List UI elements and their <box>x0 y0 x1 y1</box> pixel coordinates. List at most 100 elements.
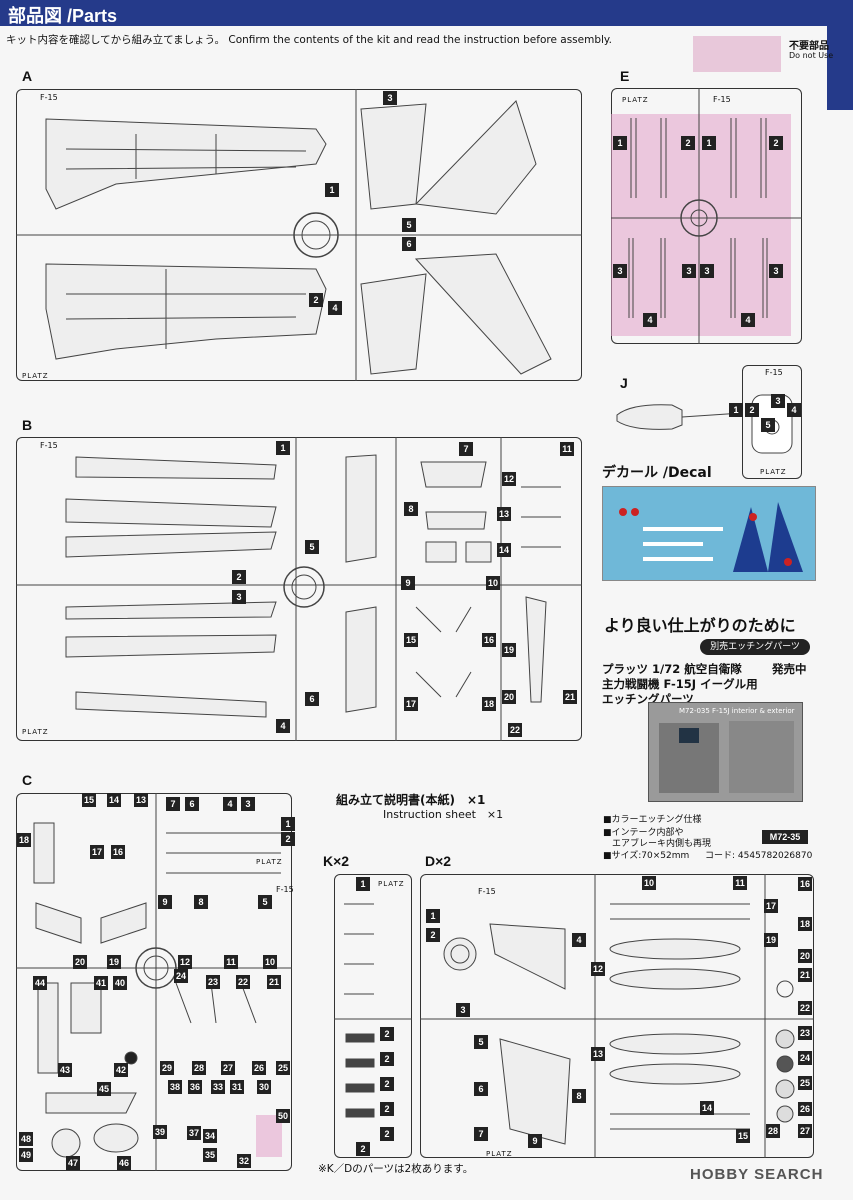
part-d-24: 24 <box>798 1051 812 1065</box>
part-c-34: 34 <box>203 1129 217 1143</box>
sprue-k-frame <box>334 874 412 1158</box>
part-j-4: 4 <box>787 403 801 417</box>
part-b-9: 9 <box>401 576 415 590</box>
part-d-12: 12 <box>591 962 605 976</box>
sprue-e-label: E <box>620 68 630 84</box>
part-d-18: 18 <box>798 917 812 931</box>
part-e-4b: 4 <box>741 313 755 327</box>
part-c-48: 48 <box>19 1132 33 1146</box>
part-b-16: 16 <box>482 633 496 647</box>
part-k-2b: 2 <box>380 1027 394 1041</box>
part-a-6: 6 <box>402 237 416 251</box>
instruction-sheet-en: Instruction sheet ×1 <box>383 808 504 821</box>
part-j-5: 5 <box>761 418 775 432</box>
watermark: HOBBY SEARCH <box>690 1166 824 1183</box>
part-a-5: 5 <box>402 218 416 232</box>
part-d-26: 26 <box>798 1102 812 1116</box>
part-c-26: 26 <box>252 1061 266 1075</box>
sprue-j-frame <box>742 365 802 479</box>
platz-logo-d: PLATZ <box>486 1150 513 1158</box>
part-j-1: 1 <box>729 403 743 417</box>
part-a-4: 4 <box>328 301 342 315</box>
part-d-7: 7 <box>474 1127 488 1141</box>
part-e-1b: 1 <box>702 136 716 150</box>
part-c-3: 3 <box>241 797 255 811</box>
part-b-14: 14 <box>497 543 511 557</box>
part-c-20: 20 <box>73 955 87 969</box>
sprue-c-label: C <box>22 772 33 788</box>
part-c-7: 7 <box>166 797 180 811</box>
f15-tag-a: F-15 <box>40 93 58 102</box>
do-not-use-label-jp: 不要部品 <box>789 41 829 52</box>
part-c-49: 49 <box>19 1148 33 1162</box>
f15-tag-j: F-15 <box>765 368 783 377</box>
part-c-24: 24 <box>174 969 188 983</box>
part-k-2e: 2 <box>380 1102 394 1116</box>
part-j-3: 3 <box>771 394 785 408</box>
f15-tag-d: F-15 <box>478 887 496 896</box>
part-b-19: 19 <box>502 643 516 657</box>
do-not-use-swatch <box>693 36 781 72</box>
promo-product-code: M72-35 <box>762 830 808 844</box>
part-c-33: 33 <box>211 1080 225 1094</box>
part-c-30: 30 <box>257 1080 271 1094</box>
part-d-25: 25 <box>798 1076 812 1090</box>
sprue-c-frame <box>16 793 292 1171</box>
part-c-10: 10 <box>263 955 277 969</box>
part-c-15: 15 <box>82 793 96 807</box>
f15-tag-b: F-15 <box>40 441 58 450</box>
part-d-28: 28 <box>766 1124 780 1138</box>
do-not-use-label-en: Do not Use <box>789 51 834 60</box>
part-c-16: 16 <box>111 845 125 859</box>
part-c-5: 5 <box>258 895 272 909</box>
part-d-15: 15 <box>736 1129 750 1143</box>
instruction-sheet-jp: 組み立て説明書(本紙) ×1 <box>336 793 486 807</box>
part-b-15: 15 <box>404 633 418 647</box>
sprue-a-drawing <box>16 89 582 381</box>
part-c-38: 38 <box>168 1080 182 1094</box>
sprue-j-label: J <box>620 375 628 391</box>
platz-logo-b: PLATZ <box>22 728 49 736</box>
part-c-37: 37 <box>187 1126 201 1140</box>
part-c-27: 27 <box>221 1061 235 1075</box>
part-d-10: 10 <box>642 876 656 890</box>
part-a-3: 3 <box>383 91 397 105</box>
part-c-25: 25 <box>276 1061 290 1075</box>
part-c-4: 4 <box>223 797 237 811</box>
part-b-6: 6 <box>305 692 319 706</box>
part-d-21: 21 <box>798 968 812 982</box>
part-d-9: 9 <box>528 1134 542 1148</box>
part-b-1: 1 <box>276 441 290 455</box>
etching-photo-drawing <box>659 721 794 793</box>
part-k-2c: 2 <box>380 1052 394 1066</box>
sprue-d-frame <box>420 874 814 1158</box>
decal-sheet-drawing <box>619 502 803 572</box>
part-c-28: 28 <box>192 1061 206 1075</box>
promo-title: より良い仕上がりのために <box>604 616 796 635</box>
footnote: ※K／Dのパーツは2枚あります。 <box>318 1163 474 1175</box>
promo-available: 発売中 <box>772 662 807 676</box>
part-c-11: 11 <box>224 955 238 969</box>
part-d-1: 1 <box>426 909 440 923</box>
part-c-6: 6 <box>185 797 199 811</box>
sprue-a-label: A <box>22 68 33 84</box>
intro-text: キット内容を確認してから組み立てましょう。 Confirm the conten… <box>6 34 612 46</box>
part-c-23: 23 <box>206 975 220 989</box>
sprue-b-label: B <box>22 417 33 433</box>
part-d-8: 8 <box>572 1089 586 1103</box>
part-c-14: 14 <box>107 793 121 807</box>
part-d-23: 23 <box>798 1026 812 1040</box>
part-d-20: 20 <box>798 949 812 963</box>
part-d-22: 22 <box>798 1001 812 1015</box>
part-d-2: 2 <box>426 928 440 942</box>
part-b-2: 2 <box>232 570 246 584</box>
part-k-2d: 2 <box>380 1077 394 1091</box>
part-e-1a: 1 <box>613 136 627 150</box>
part-k-2f: 2 <box>380 1127 394 1141</box>
part-b-3: 3 <box>232 590 246 604</box>
part-e-2a: 2 <box>681 136 695 150</box>
part-b-4: 4 <box>276 719 290 733</box>
part-e-3a: 3 <box>613 264 627 278</box>
part-c-36: 36 <box>188 1080 202 1094</box>
part-d-11: 11 <box>733 876 747 890</box>
